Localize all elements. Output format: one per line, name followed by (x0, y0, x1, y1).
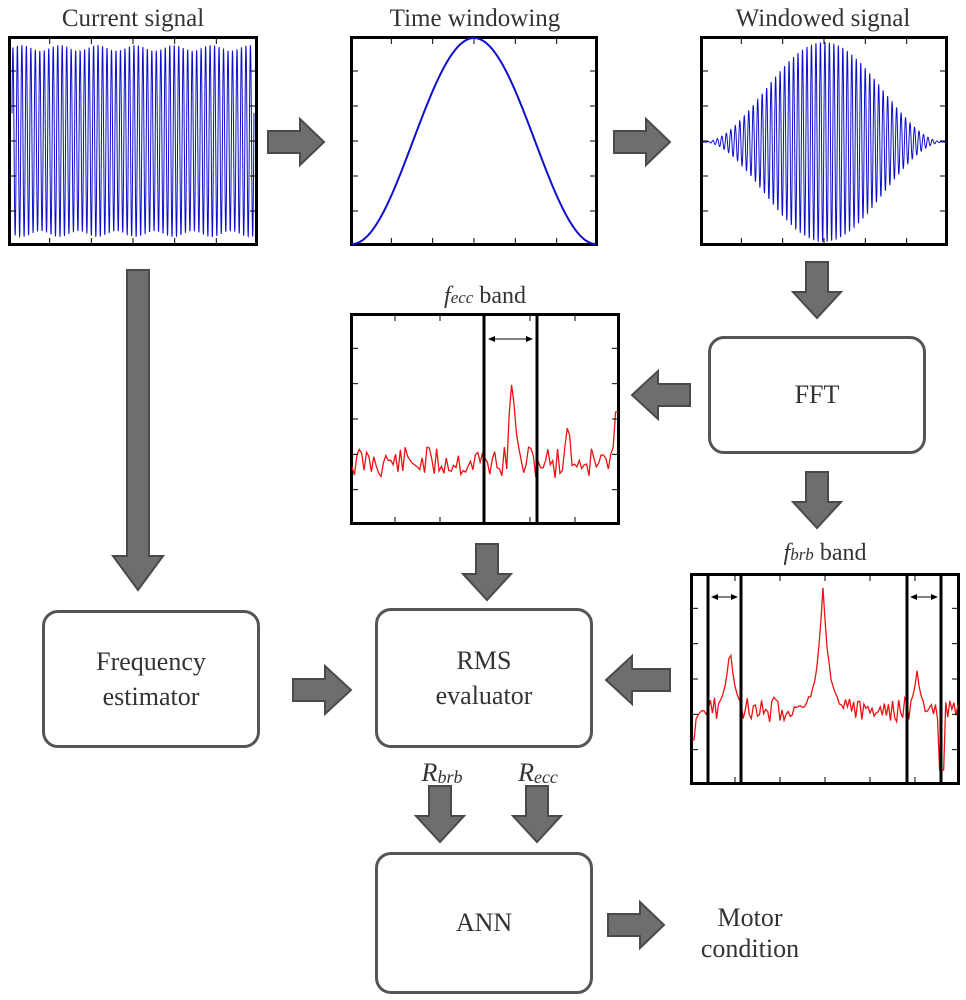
current-signal-title: Current signal (61, 5, 205, 32)
time-windowing-plot (350, 36, 598, 246)
arrow-fbrb-to-rms (604, 653, 671, 707)
arrow-ann-to-motor (607, 899, 666, 951)
current-signal-waveform (11, 44, 255, 239)
r-ecc-label: Recc (518, 758, 558, 787)
current-signal-line (11, 44, 255, 239)
windowed-signal-line (703, 41, 945, 243)
fbrb-band-title: fbrb band (783, 540, 867, 566)
fft-box: FFT (708, 336, 926, 454)
time-windowing-title: Time windowing (389, 5, 561, 32)
fbrb-spectrum (692, 575, 959, 783)
arrow-recc-to-ann (510, 785, 564, 844)
arrow-windowed-to-fft (790, 261, 844, 320)
arrowhead (731, 594, 738, 600)
arrow-window-to-windowed (613, 116, 672, 168)
arrow-current-to-estimator (111, 269, 165, 592)
hann-window-curve (351, 36, 597, 245)
arrow-current-to-window (267, 116, 326, 168)
arrow-estimator-to-rms (292, 663, 353, 717)
arrowhead (526, 336, 533, 342)
arrowhead (910, 594, 917, 600)
arrowhead (931, 594, 938, 600)
fbrb-spectrum-line (692, 587, 959, 771)
ann-box: ANN (375, 852, 593, 994)
fbrb-band-plot (690, 573, 960, 785)
arrow-fecc-to-rms (460, 543, 514, 602)
fecc-spectrum (351, 315, 618, 523)
arrow-rbrb-to-ann (413, 785, 467, 844)
windowed-signal-title: Windowed signal (735, 5, 911, 32)
r-brb-label: Rbrb (421, 758, 463, 787)
arrow-fft-to-fecc (630, 368, 691, 422)
fecc-band-title: fecc band (444, 283, 526, 309)
window-line (351, 36, 597, 245)
axis-ticks (11, 39, 957, 782)
windowed-signal-waveform (703, 41, 945, 243)
flow-arrows (111, 116, 844, 951)
arrowhead (488, 336, 495, 342)
arrowhead (711, 594, 718, 600)
arrow-fft-to-fbrb (790, 471, 844, 530)
